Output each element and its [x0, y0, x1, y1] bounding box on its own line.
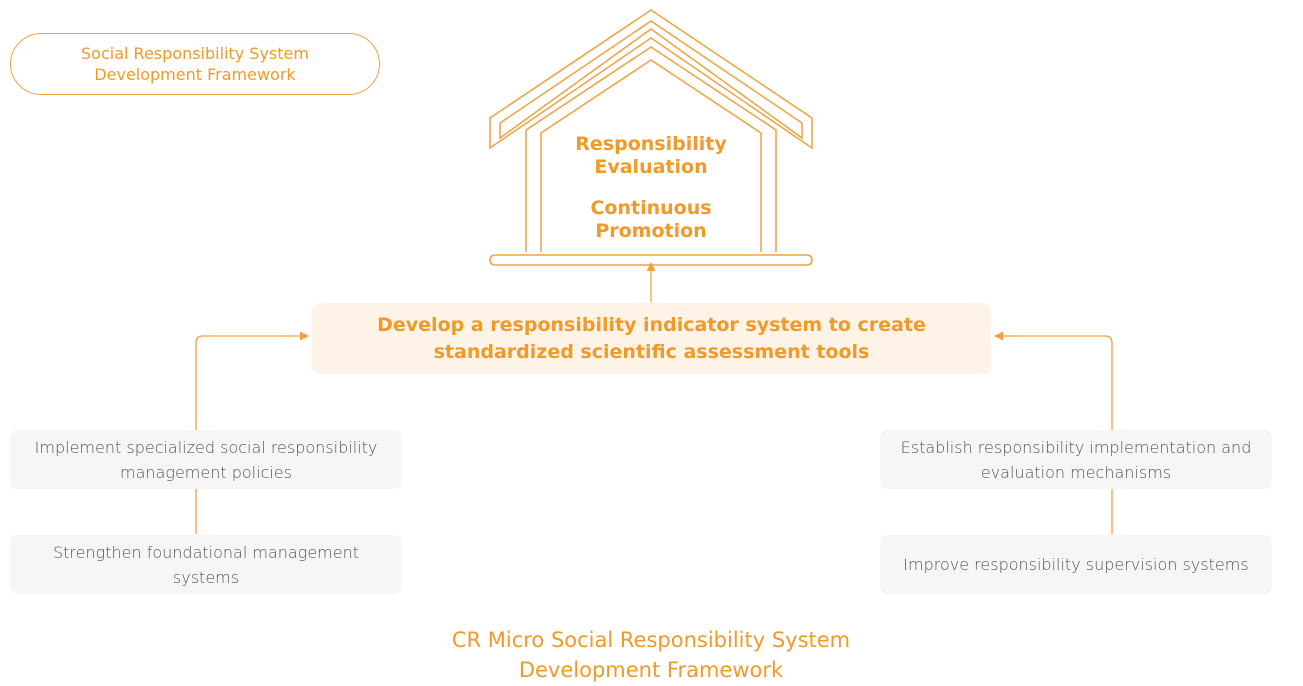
house-inner-walls	[540, 59, 762, 252]
framework-title-tag: Social Responsibility System Development…	[10, 33, 380, 95]
house-icon	[489, 9, 813, 266]
diagram-caption: CR Micro Social Responsibility System De…	[451, 628, 851, 682]
right-connector-arrow	[994, 331, 1113, 430]
right-supervision-label: Improve responsibility supervision syste…	[903, 555, 1249, 574]
framework-title-label: Social Responsibility System Development…	[81, 44, 309, 84]
house-text-evaluation: Responsibility Evaluation	[575, 133, 727, 178]
left-connector-arrow	[195, 331, 309, 430]
house-base	[489, 254, 813, 266]
left-foundation-label: Strengthen foundational management syste…	[53, 542, 359, 587]
house-roof-middle	[499, 20, 803, 140]
house-text-promotion: Continuous Promotion	[590, 197, 712, 242]
right-mechanism-box: Establish responsibility implementation …	[880, 430, 1272, 489]
center-indicator-label: Develop a responsibility indicator syste…	[377, 313, 926, 363]
left-policy-label: Implement specialized social responsibil…	[34, 437, 378, 482]
right-supervision-box: Improve responsibility supervision syste…	[880, 535, 1272, 594]
left-policy-box: Implement specialized social responsibil…	[10, 430, 402, 489]
house-roof-outer	[489, 9, 813, 150]
house-walls	[525, 46, 777, 252]
right-mechanism-label: Establish responsibility implementation …	[900, 437, 1252, 482]
center-indicator-box: Develop a responsibility indicator syste…	[312, 303, 991, 374]
left-foundation-box: Strengthen foundational management syste…	[10, 535, 402, 594]
